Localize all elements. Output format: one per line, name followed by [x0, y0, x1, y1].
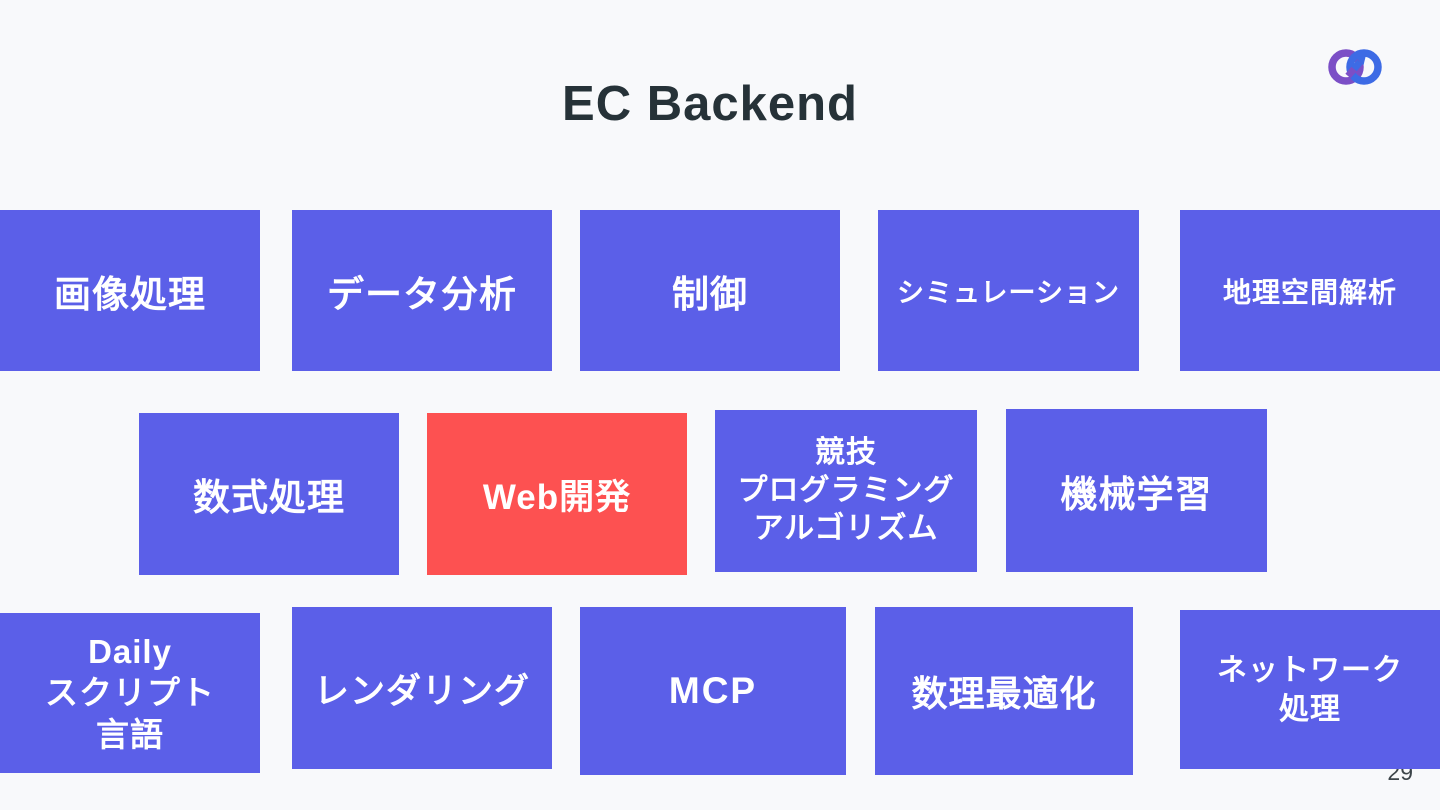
category-label: 制御 — [672, 273, 748, 315]
category-label: Daily スクリプト 言語 — [45, 633, 215, 753]
category-box-formula-processing: 数式処理 — [139, 413, 399, 575]
page-title: EC Backend — [562, 77, 858, 131]
category-box-simulation: シミュレーション — [878, 210, 1139, 371]
category-box-rendering: レンダリング — [292, 607, 552, 769]
category-label: ネットワーク 処理 — [1217, 653, 1403, 726]
category-label: 数理最適化 — [911, 673, 1097, 714]
category-label: シミュレーション — [897, 278, 1120, 308]
infinity-loop-arrows-icon — [1324, 42, 1386, 92]
category-label: 地理空間解析 — [1222, 276, 1397, 308]
category-box-mathematical-optimization: 数理最適化 — [875, 607, 1133, 775]
category-label: 競技 プログラミング アルゴリズム — [737, 435, 955, 546]
category-label: 画像処理 — [54, 273, 206, 315]
category-box-mcp: MCP — [580, 607, 846, 775]
category-label: MCP — [668, 670, 758, 711]
category-box-network-processing: ネットワーク 処理 — [1180, 610, 1440, 769]
category-box-daily-script-language: Daily スクリプト 言語 — [0, 613, 260, 773]
category-box-geospatial-analysis: 地理空間解析 — [1180, 210, 1440, 371]
category-label: Web開発 — [482, 477, 632, 517]
category-box-image-processing: 画像処理 — [0, 210, 260, 371]
category-label: レンダリング — [313, 671, 530, 711]
category-box-competitive-programming-algorithm: 競技 プログラミング アルゴリズム — [715, 410, 977, 572]
category-box-data-analysis: データ分析 — [292, 210, 552, 371]
category-box-control: 制御 — [580, 210, 840, 371]
category-label: 数式処理 — [193, 477, 345, 518]
category-box-machine-learning: 機械学習 — [1006, 409, 1267, 572]
category-box-web-development: Web開発 — [427, 413, 687, 575]
category-label: 機械学習 — [1060, 473, 1213, 515]
category-label: データ分析 — [327, 273, 517, 315]
